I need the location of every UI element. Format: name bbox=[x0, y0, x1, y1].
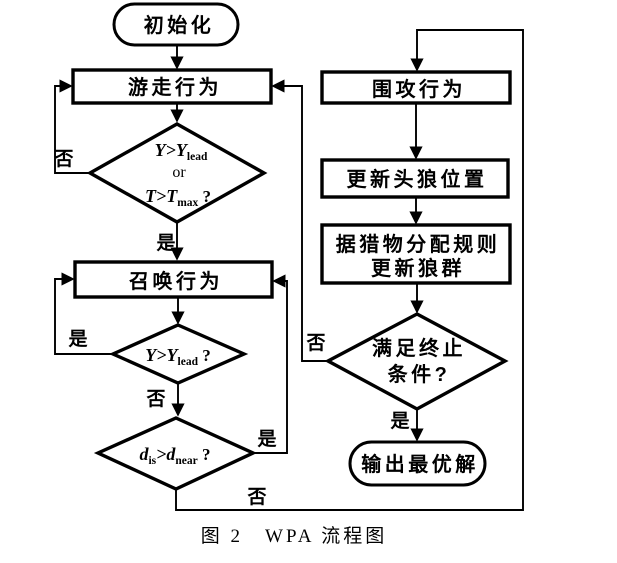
decision3-subscript2: near bbox=[175, 455, 197, 467]
node-update-lead-process bbox=[320, 158, 510, 199]
node-decision2-diamond bbox=[108, 323, 249, 385]
update-pack-line2: 更新狼群 bbox=[371, 256, 465, 280]
decision1-line1-subscript: lead bbox=[187, 151, 208, 163]
siege-label: 围攻行为 bbox=[372, 77, 466, 101]
node-summon-process bbox=[73, 260, 274, 299]
node-wander-process bbox=[71, 68, 273, 105]
decision3-var1: d bbox=[139, 444, 149, 464]
decision2-no-label: 否 bbox=[145, 389, 165, 410]
decision1-line1: Y>Ylead bbox=[155, 140, 208, 163]
summon-label: 召唤行为 bbox=[128, 269, 223, 293]
decision1-no-label: 否 bbox=[53, 149, 73, 170]
update-lead-label: 更新头狼位置 bbox=[347, 167, 488, 191]
decision1-question-mark: ? bbox=[198, 187, 211, 206]
decision1-line3-var: T>T bbox=[145, 186, 178, 206]
edge-decision3-no-loop bbox=[175, 29, 524, 511]
terminate-line2: 条件? bbox=[388, 362, 451, 386]
decision3-var2: >d bbox=[156, 444, 176, 464]
figure-caption: 图 2 WPA 流程图 bbox=[201, 525, 387, 547]
decision2-subscript: lead bbox=[178, 356, 199, 368]
decision2-var: Y>Y bbox=[145, 345, 179, 365]
edge-terminate-no-loop bbox=[271, 79, 329, 362]
node-siege-process bbox=[320, 70, 512, 105]
update-pack-line1: 据猎物分配规则 bbox=[336, 232, 501, 256]
decision1-line1-var: Y>Y bbox=[155, 140, 189, 160]
terminate-yes-label: 是 bbox=[390, 410, 409, 432]
decision1-line3-subscript: max bbox=[177, 197, 198, 209]
decision3-question-mark: ? bbox=[198, 445, 211, 464]
node-update-pack-process bbox=[320, 223, 512, 285]
decision2-condition: Y>Ylead ? bbox=[145, 345, 210, 368]
edge-decision1-no-loop bbox=[54, 79, 91, 174]
edge-decision2-yes-loop bbox=[54, 272, 115, 355]
node-decision3-diamond bbox=[93, 416, 258, 491]
decision1-yes-label: 是 bbox=[156, 232, 175, 254]
terminate-no-label: 否 bbox=[305, 333, 325, 354]
decision1-line2: or bbox=[172, 164, 186, 181]
node-decision1-diamond bbox=[86, 122, 268, 224]
init-label: 初始化 bbox=[144, 13, 215, 37]
edge-decision3-yes-loop bbox=[252, 274, 288, 454]
decision3-subscript1: is bbox=[148, 455, 156, 467]
node-init-terminal bbox=[112, 2, 240, 47]
node-terminate-diamond bbox=[324, 312, 509, 411]
decision3-no-label: 否 bbox=[246, 487, 266, 508]
decision2-question-mark: ? bbox=[198, 346, 211, 365]
decision2-yes-label: 是 bbox=[68, 328, 87, 350]
wander-label: 游走行为 bbox=[128, 75, 222, 99]
decision1-line3: T>Tmax ? bbox=[145, 186, 211, 209]
decision3-yes-label: 是 bbox=[257, 428, 276, 450]
output-label: 输出最优解 bbox=[361, 452, 479, 476]
decision3-condition: dis>dnear ? bbox=[139, 444, 210, 467]
node-output-terminal bbox=[348, 440, 487, 487]
terminate-line1: 满足终止 bbox=[372, 336, 466, 360]
